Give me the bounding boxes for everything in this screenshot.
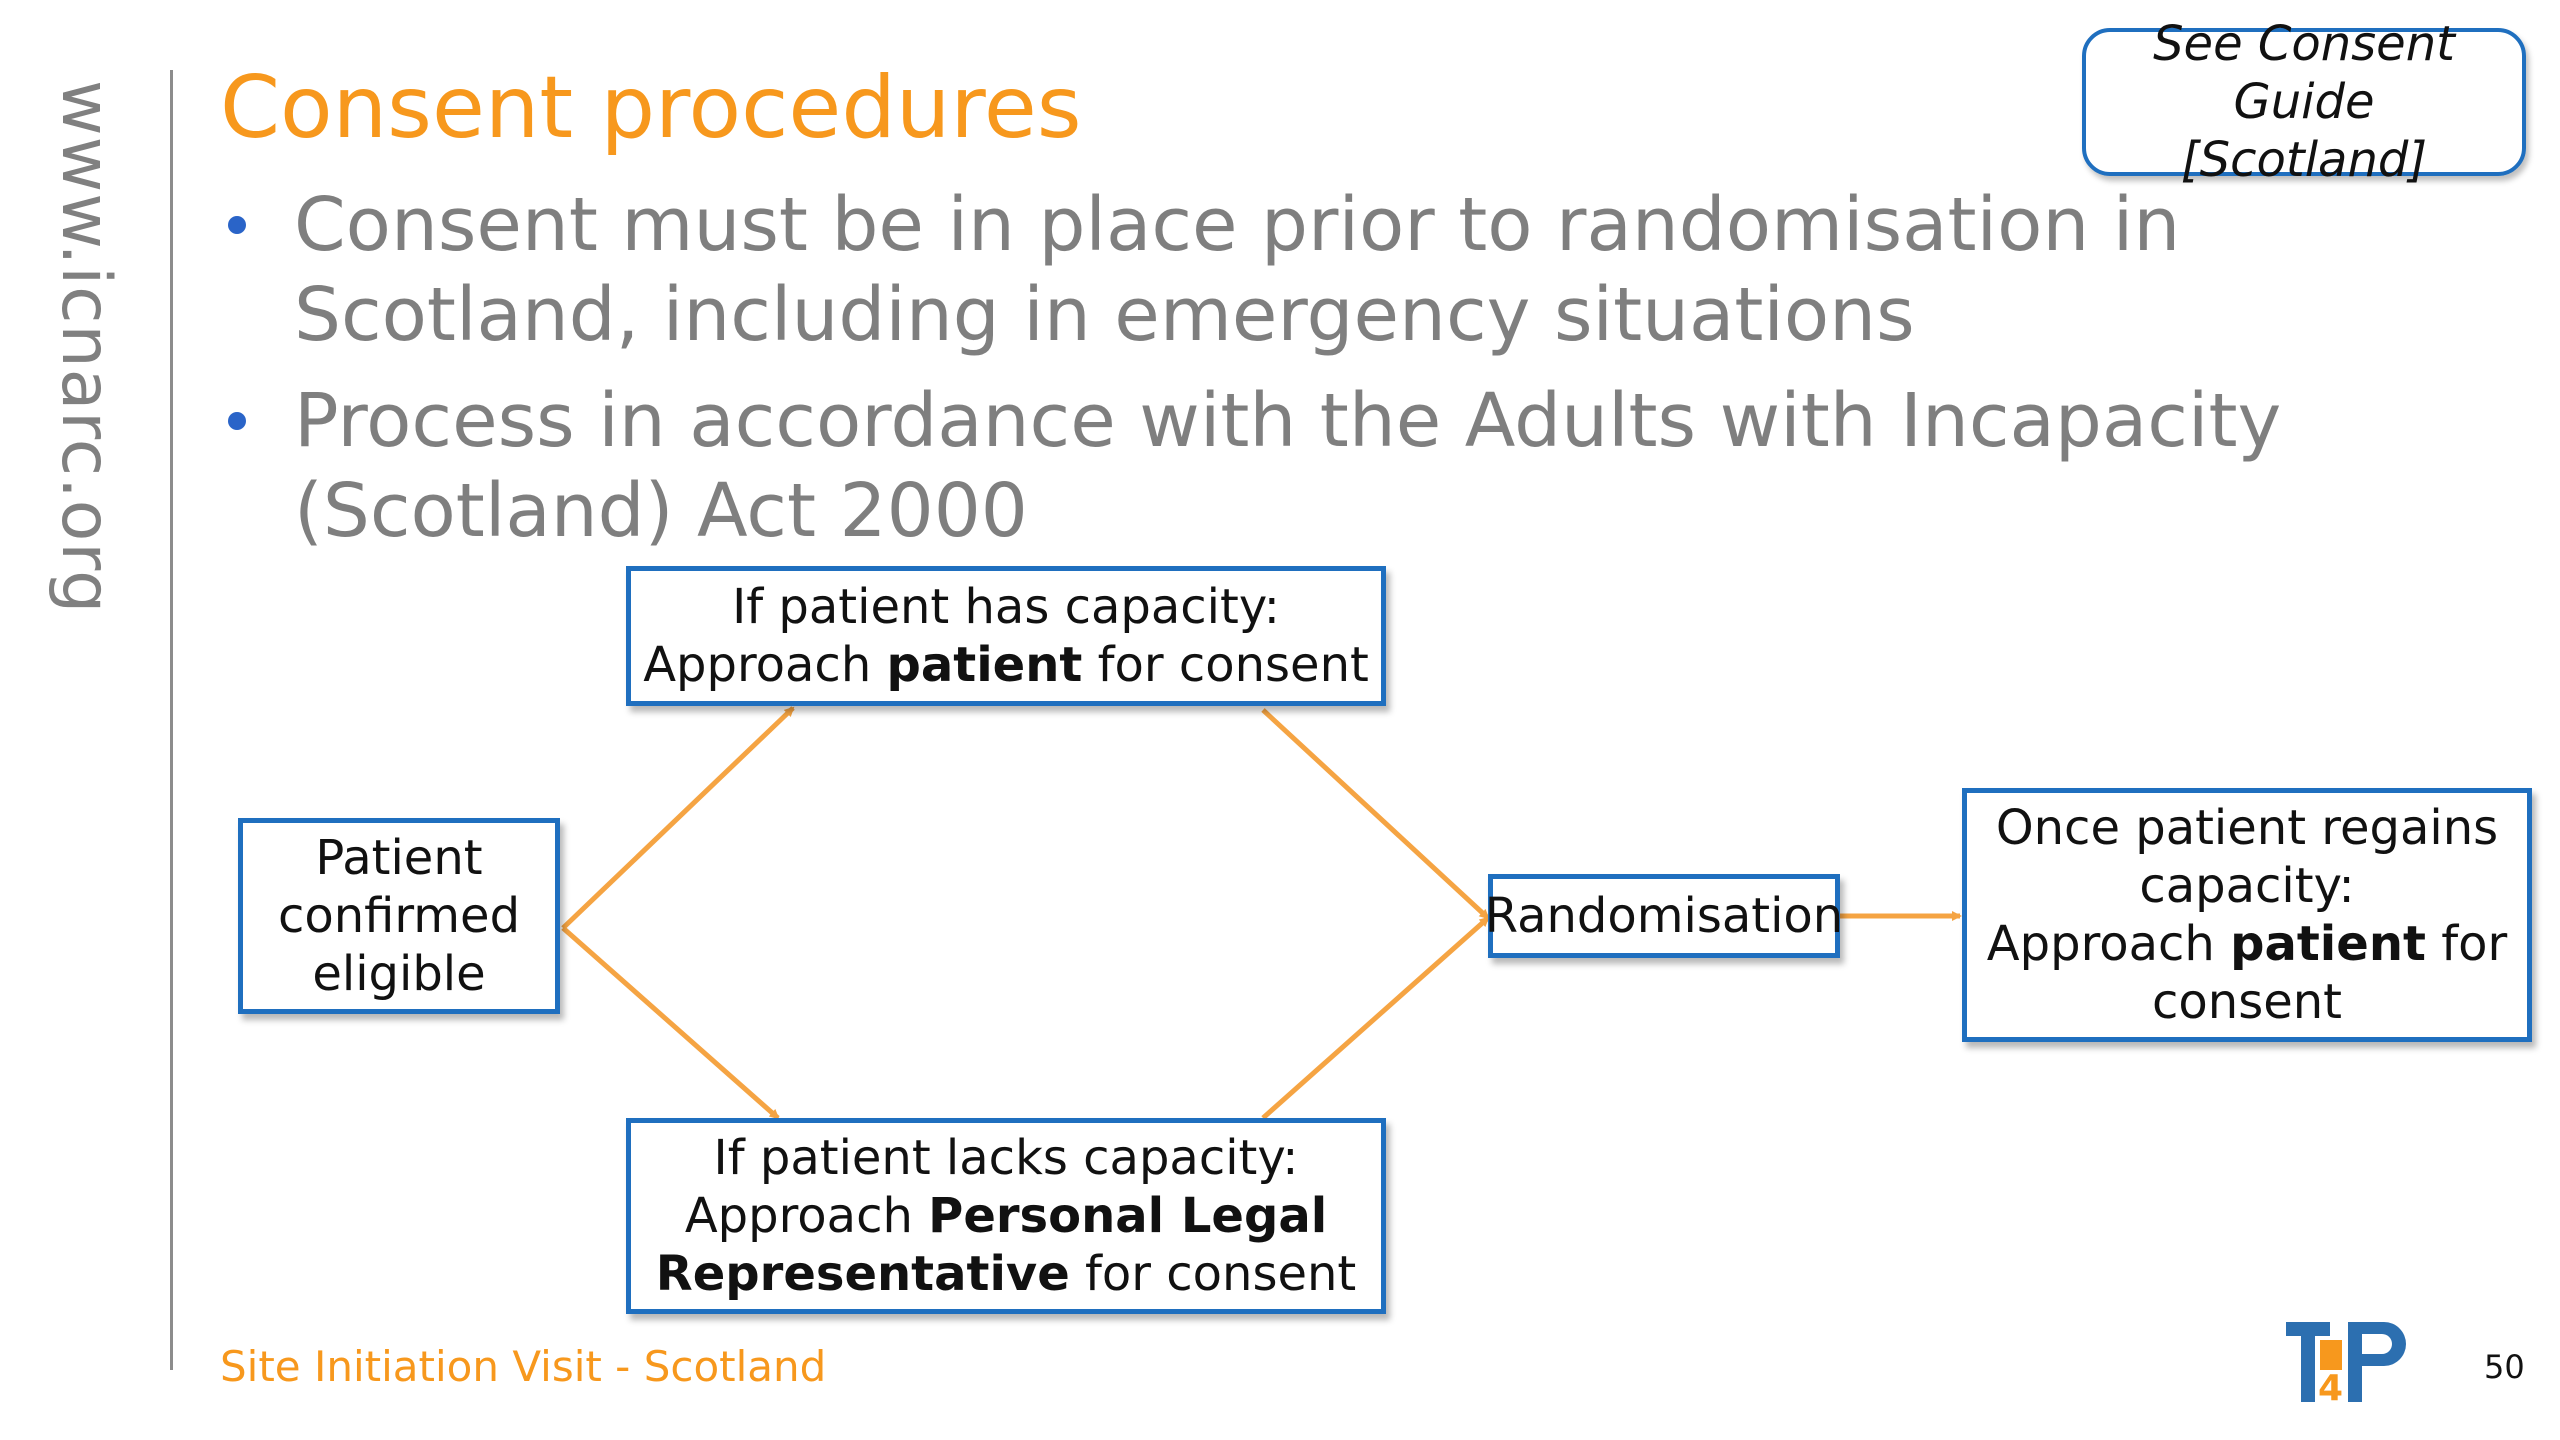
lacks-capacity-post: for consent <box>1069 1246 1357 1302</box>
lacks-capacity-bold-1: Personal Legal <box>928 1188 1328 1244</box>
page-number: 50 <box>2484 1348 2525 1386</box>
has-capacity-line-2: Approach patient for consent <box>643 636 1369 694</box>
box-lacks-capacity: If patient lacks capacity: Approach Pers… <box>626 1118 1386 1314</box>
guide-line-2: [Scotland] <box>2180 132 2428 188</box>
lacks-capacity-bold-2: Representative <box>655 1246 1070 1302</box>
regains-pre: Approach <box>1986 916 2231 972</box>
box-has-capacity: If patient has capacity: Approach patien… <box>626 566 1386 706</box>
bullet-text: Process in accordance with the Adults wi… <box>294 378 2282 554</box>
bullet-item: Process in accordance with the Adults wi… <box>220 376 2520 556</box>
arrow-eligible-to-has-capacity <box>561 706 795 930</box>
sidebar-divider <box>170 70 173 1370</box>
lacks-capacity-line-3: Representative for consent <box>656 1245 1356 1303</box>
eligible-line-3: eligible <box>312 946 486 1002</box>
bullet-dot-icon <box>228 412 246 430</box>
eligible-line-1: Patient <box>315 830 483 886</box>
lacks-capacity-line-1: If patient lacks capacity: <box>713 1130 1299 1186</box>
lacks-capacity-pre: Approach <box>684 1188 929 1244</box>
consent-guide-callout: See Consent Guide [Scotland] <box>2082 16 2526 188</box>
guide-line-1: See Consent Guide <box>2153 16 2455 130</box>
footer-text: Site Initiation Visit - Scotland <box>220 1342 827 1391</box>
svg-text:4: 4 <box>2318 1368 2343 1409</box>
box-randomisation: Randomisation <box>1484 874 1844 958</box>
randomisation-label: Randomisation <box>1484 888 1844 944</box>
box-patient-eligible: Patient confirmed eligible <box>238 818 560 1014</box>
regains-post: for <box>2425 916 2508 972</box>
has-capacity-bold: patient <box>886 637 1083 693</box>
eligible-line-2: confirmed <box>277 888 521 944</box>
t4p-logo: 4 <box>2286 1322 2406 1409</box>
regains-line-1: Once patient regains <box>1995 800 2499 856</box>
regains-line-3: Approach patient for <box>1987 915 2507 973</box>
has-capacity-post: for consent <box>1082 637 1369 693</box>
bullet-item: Consent must be in place prior to random… <box>220 180 2520 360</box>
has-capacity-pre: Approach <box>643 637 887 693</box>
arrow-has-capacity-to-randomisation <box>1261 708 1490 920</box>
regains-bold: patient <box>2230 916 2426 972</box>
arrow-lacks-capacity-to-randomisation <box>1261 916 1490 1120</box>
bullet-text: Consent must be in place prior to random… <box>294 182 2181 358</box>
box-regains-capacity: Once patient regains capacity: Approach … <box>1962 788 2532 1042</box>
page-title: Consent procedures <box>220 58 1082 158</box>
regains-line-2: capacity: <box>2139 858 2355 914</box>
regains-line-4: consent <box>2152 974 2342 1030</box>
arrow-eligible-to-lacks-capacity <box>561 926 780 1120</box>
lacks-capacity-line-2: Approach Personal Legal <box>656 1187 1356 1245</box>
has-capacity-line-1: If patient has capacity: <box>732 579 1280 635</box>
bullet-dot-icon <box>228 216 246 234</box>
bullet-list: Consent must be in place prior to random… <box>220 180 2520 572</box>
